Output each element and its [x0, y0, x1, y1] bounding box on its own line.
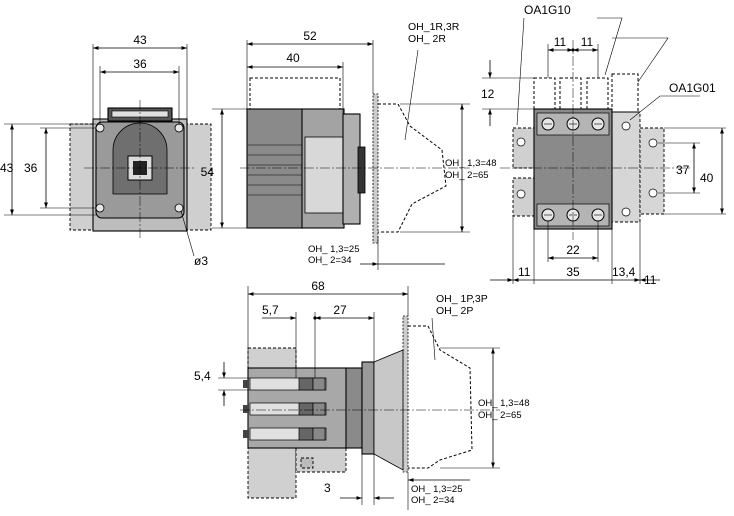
rear-ref-top-leader-2	[597, 17, 623, 76]
rear-dim-height-text: 40	[700, 171, 714, 185]
side-top-dim-52-text: 52	[303, 29, 317, 43]
front-hole-bl	[95, 203, 105, 213]
rear-dim-left-text: 11	[518, 265, 531, 279]
side-top-plate	[372, 93, 379, 244]
side-top-dashed-contacts	[249, 77, 341, 113]
rear-dim-mount-text: 37	[676, 163, 690, 177]
side-top-body-dark	[246, 108, 304, 229]
bottom-dim-dot	[313, 316, 317, 320]
rear-top-aux-contact-2	[559, 77, 582, 111]
side-view-top: OH_1R,3R OH_ 2R 52 40 54 OH_ 1,3=48 OH_ …	[201, 21, 497, 270]
rear-screw-right-3	[648, 138, 658, 148]
rear-dim-pitch-right-text: 11	[581, 35, 594, 49]
bottom-dim-57-text: 5,7	[262, 303, 279, 317]
bottom-dim-27-text: 27	[333, 303, 347, 317]
rear-top-aux-contact-1	[533, 77, 556, 111]
rear-ref-side: OA1G01	[669, 81, 716, 95]
bottom-dim-68-text: 68	[311, 279, 325, 293]
rear-dim-block-text: 12	[481, 87, 495, 101]
side-top-mount	[342, 113, 361, 225]
bottom-depth-b-2: OH_ 2=34	[411, 495, 455, 506]
rear-ref-top-leader-3	[612, 37, 669, 83]
rear-ref-top: OA1G10	[524, 3, 571, 17]
front-hole-leader	[180, 210, 195, 257]
bottom-ref-2: OH_ 2P	[436, 305, 473, 317]
rear-dim-width-text: 35	[566, 265, 580, 279]
side-view-bottom: OH_ 1P,3P OH_ 2P 68 5,7 27 5,4 OH_ 1,3=4…	[194, 279, 530, 510]
side-top-label-panel	[304, 136, 344, 214]
bottom-dim-3-text: 3	[324, 481, 331, 495]
front-hole-text: ø3	[194, 254, 208, 268]
front-hole-tl	[95, 123, 105, 133]
front-side-block-left	[69, 123, 96, 231]
side-top-dim-54-text: 54	[201, 165, 215, 179]
bottom-mount	[361, 361, 375, 455]
side-top-ref-1: OH_1R,3R	[408, 21, 460, 33]
front-hole-tr	[174, 123, 184, 133]
bottom-dashed-block-top-1	[247, 347, 297, 369]
bottom-contacts	[243, 377, 327, 441]
side-top-mount-slot	[357, 146, 366, 194]
side-top-ref-2: OH_ 2R	[408, 33, 446, 45]
rear-screw-left-2	[516, 189, 526, 199]
rear-top-aux-contact-3	[586, 77, 609, 111]
bottom-ref-1: OH_ 1P,3P	[436, 293, 488, 305]
rear-view: OA1G10 OA1G01 11 11 12 37 40 22	[481, 3, 726, 287]
bottom-handle-leader	[431, 317, 436, 361]
rear-screw-right-4	[648, 188, 658, 198]
bottom-body-dark	[345, 367, 363, 449]
rear-screw-right-2	[621, 207, 631, 217]
bottom-plate	[402, 315, 409, 473]
rear-pitch-dot	[571, 48, 575, 52]
front-dim-36-text: 36	[133, 57, 147, 71]
side-top-ribs	[248, 144, 302, 196]
bottom-dim-54-text: 5,4	[194, 369, 211, 383]
front-dim-43v-text: 43	[0, 161, 14, 175]
rear-dim-right-text: 11	[644, 273, 657, 287]
bottom-depth-b-1: OH_ 1,3=25	[411, 484, 463, 495]
side-top-depth-b-2: OH_ 2=34	[308, 255, 352, 266]
bottom-depth-a-2: OH_ 2=65	[478, 410, 522, 421]
rear-dim-pitch-left-text: 11	[554, 35, 567, 49]
rear-top-aux-contact-4	[611, 73, 639, 113]
bottom-dashed-small	[300, 457, 314, 469]
side-top-handle-leader	[404, 49, 419, 141]
bottom-dashed-block-bottom-1	[247, 447, 297, 499]
rear-dim-inner-text: 22	[566, 243, 580, 257]
rear-ref-top-leader	[516, 17, 525, 126]
front-dim-36v-text: 36	[24, 161, 38, 175]
front-dim-43-text: 43	[133, 33, 147, 47]
front-hole-br	[174, 203, 184, 213]
rear-dim-offset-text: 13,4	[612, 265, 636, 279]
side-top-depth-a-2: OH_ 2=65	[445, 170, 489, 181]
side-top-depth-b-1: OH_ 1,3=25	[308, 244, 360, 255]
side-top-handle	[378, 103, 447, 233]
rear-screw-left-1	[516, 137, 526, 147]
rear-ref-side-leader	[629, 95, 700, 121]
side-top-depth-a-1: OH_ 1,3=48	[445, 158, 497, 169]
bottom-depth-a-1: OH_ 1,3=48	[478, 398, 530, 409]
side-top-dim-40-text: 40	[286, 51, 300, 65]
bottom-handle	[408, 325, 473, 469]
rear-side-left-top	[512, 127, 536, 169]
rear-screw-right-1	[621, 121, 631, 131]
front-view: 43 36 43 36 ø3	[0, 33, 212, 268]
